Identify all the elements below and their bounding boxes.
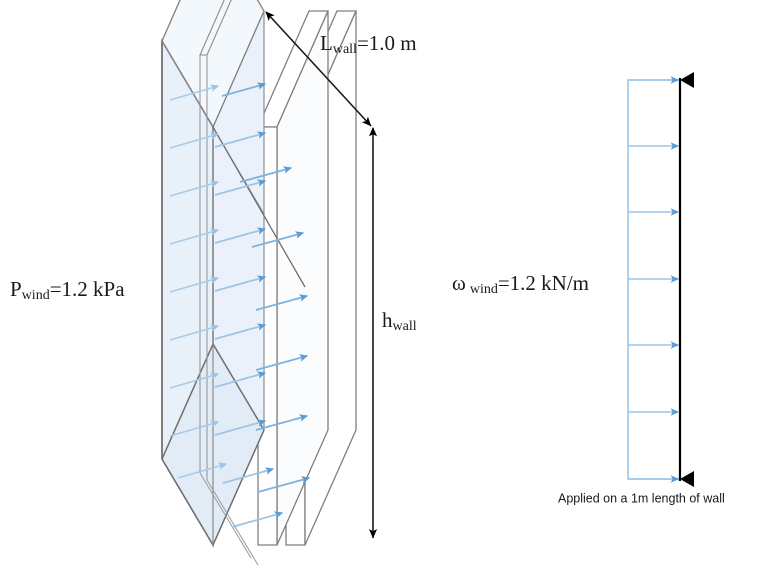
pressure-arrow-mid-5 xyxy=(214,371,267,388)
pressure-arrow-back-4 xyxy=(169,228,220,245)
pressure-arrow-back-7 xyxy=(169,372,220,389)
pressure-label: Pwind=1.2 kPa xyxy=(10,277,125,303)
pressure-block-bottom-fold-b xyxy=(206,479,259,566)
line-load-arrows xyxy=(628,76,680,483)
pressure-arrow-mid-2 xyxy=(214,227,267,244)
pressure-arrow-mid-7 xyxy=(222,467,275,484)
pressure-arrow-front-1 xyxy=(239,166,293,183)
pressure-arrow-mid-6 xyxy=(214,419,267,436)
pressure-arrows-mid-plane xyxy=(214,131,284,528)
pressure-arrow-back-8 xyxy=(169,420,220,437)
wall-panel-diagonal-guide xyxy=(212,126,306,288)
pressure-arrow-back-1 xyxy=(169,84,220,101)
pressure-arrow-mid-3 xyxy=(214,275,267,292)
pressure-arrow-back-6 xyxy=(169,324,220,341)
pressure-arrow-back-9 xyxy=(177,462,228,479)
height-label: hwall xyxy=(382,308,417,334)
pressure-arrow-back-2 xyxy=(169,132,220,149)
wall-slab-intermediate-top xyxy=(199,0,232,56)
pressure-arrows-front-plane xyxy=(221,82,311,493)
line-load-caption: Applied on a 1m length of wall xyxy=(558,491,725,505)
pressure-arrow-mid-8 xyxy=(231,511,284,528)
beam-bottom-support-marker xyxy=(680,471,694,487)
pressure-arrow-front-0 xyxy=(221,82,267,97)
pressure-arrow-back-5 xyxy=(169,276,220,293)
pressure-arrow-front-2 xyxy=(251,231,305,248)
pressure-arrow-front-4 xyxy=(255,354,309,371)
pressure-arrow-mid-1 xyxy=(214,179,267,196)
pressure-arrows-back-plane xyxy=(169,84,228,479)
pressure-arrow-front-3 xyxy=(255,294,309,311)
pressure-arrow-mid-9 xyxy=(214,131,267,148)
pressure-arrow-back-3 xyxy=(169,180,220,197)
pressure-arrow-mid-4 xyxy=(214,323,267,340)
length-label: Lwall=1.0 m xyxy=(320,31,417,57)
pressure-block-bottom-fold-a xyxy=(199,472,252,559)
wall-slab-intermediate xyxy=(199,0,232,480)
pressure-arrow-front-6 xyxy=(257,476,311,493)
pressure-arrow-front-5 xyxy=(255,414,309,431)
wind-pressure-block xyxy=(161,0,265,548)
left-3d-wall-group: Lwall=1.0 m hwall Pwind=1.2 kPa xyxy=(10,0,417,566)
beam-top-support-marker xyxy=(680,72,694,88)
length-dimension-arrow xyxy=(265,11,372,127)
